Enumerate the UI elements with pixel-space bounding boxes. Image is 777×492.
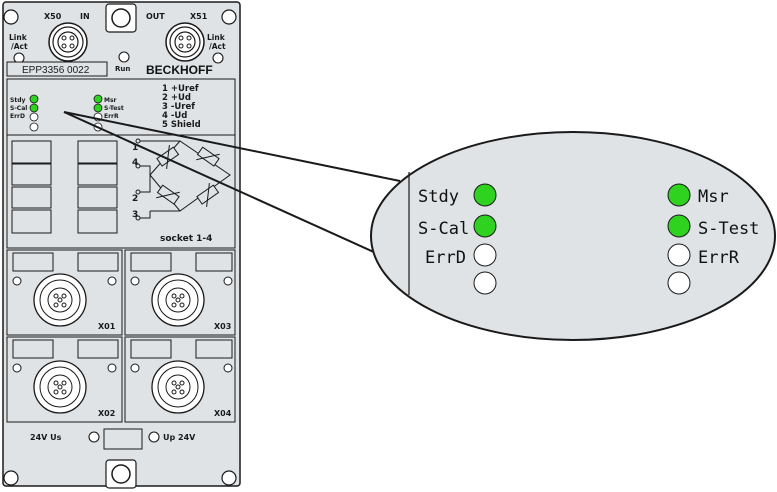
corner-hole-bl [3,470,19,486]
link-act-led-out [212,52,224,64]
callout-label-stest: S-Test [698,219,759,239]
label-fields [11,140,118,234]
small-led-label-errd: ErrD [10,113,25,120]
callout-led-errd [473,243,497,267]
small-led-scal [29,103,39,113]
model-plate [6,61,108,77]
corner-hole-br [221,470,237,486]
run-label: Run [115,65,130,73]
port-in-link-line2: /Act [11,42,28,51]
pinout-1: 1 +Uref [162,84,199,94]
port-out-label: OUT [146,12,165,21]
small-led-errd [29,112,39,122]
callout-leader-bottom [63,111,388,259]
callout-label-errr: ErrR [698,248,740,268]
port-in-link-line1: Link [9,33,28,42]
small-led-label-msr: Msr [104,97,117,104]
port-out-link-line2: /Act [209,42,226,51]
bridge-pin-2: 2 [132,194,138,204]
socket-label: socket 1-4 [160,234,212,244]
callout-led-errr [667,243,691,267]
callout-led-stest [667,214,691,238]
run-led [118,51,130,63]
callout-leader-top [63,111,401,182]
status-panel [6,78,236,136]
corner-hole-tr [221,9,237,25]
callout-led-stdy [473,183,497,207]
port-out-connector [165,22,205,62]
top-mount-hole [111,8,131,28]
port-in-id: X50 [44,12,62,21]
callout-label-msr: Msr [698,187,729,207]
bottom-mount-hole [111,464,131,484]
bridge-pin-3: 3 [132,210,138,220]
small-led-label-scal: S-Cal [10,105,27,112]
callout-label-stdy: Stdy [418,187,459,207]
small-led-label-stdy: Stdy [10,97,25,104]
power-label-field [103,428,143,450]
socket-id-x03: X03 [214,322,231,331]
model-number: EPP3356 0022 [22,65,90,76]
port-in-connector [48,22,88,62]
socket-x01 [6,249,123,336]
power-us-led [88,431,100,443]
callout-led-scal [473,214,497,238]
small-led-stdy [29,94,39,104]
bridge-pin-4: 4 [132,158,138,168]
socket-id-x01: X01 [98,322,116,331]
power-us-label: 24V Us [30,433,62,442]
pinout-3: 3 -Uref [162,102,195,112]
power-up-led [148,431,160,443]
callout-led-msr [667,183,691,207]
callout-led-blank-left [473,271,497,295]
port-in-label: IN [80,12,90,21]
callout-label-errd: ErrD [425,248,466,268]
bridge-schematic [135,138,231,221]
small-led-label-stest: S-Test [104,105,124,112]
socket-x02 [6,336,123,423]
small-led-stest [93,103,103,113]
brand-logo: BECKHOFF [146,63,213,77]
socket-x04 [124,336,236,423]
small-led-msr [93,94,103,104]
socket-x03 [124,249,236,336]
bridge-pin-1: 1 [132,143,138,153]
corner-hole-tl [3,9,19,25]
socket-id-x04: X04 [214,409,232,418]
pinout-2: 2 +Ud [162,93,191,103]
callout-label-scal: S-Cal [418,219,469,239]
port-out-link-line1: Link [207,33,226,42]
small-led-label-errr: ErrR [104,113,119,120]
small-led-blank-left [29,122,39,132]
power-up-label: Up 24V [163,433,196,442]
port-out-id: X51 [190,12,208,21]
socket-id-x02: X02 [98,409,115,418]
pinout-4: 4 -Ud [162,111,187,121]
pinout-5: 5 Shield [162,120,201,130]
callout-led-blank-right [667,271,691,295]
